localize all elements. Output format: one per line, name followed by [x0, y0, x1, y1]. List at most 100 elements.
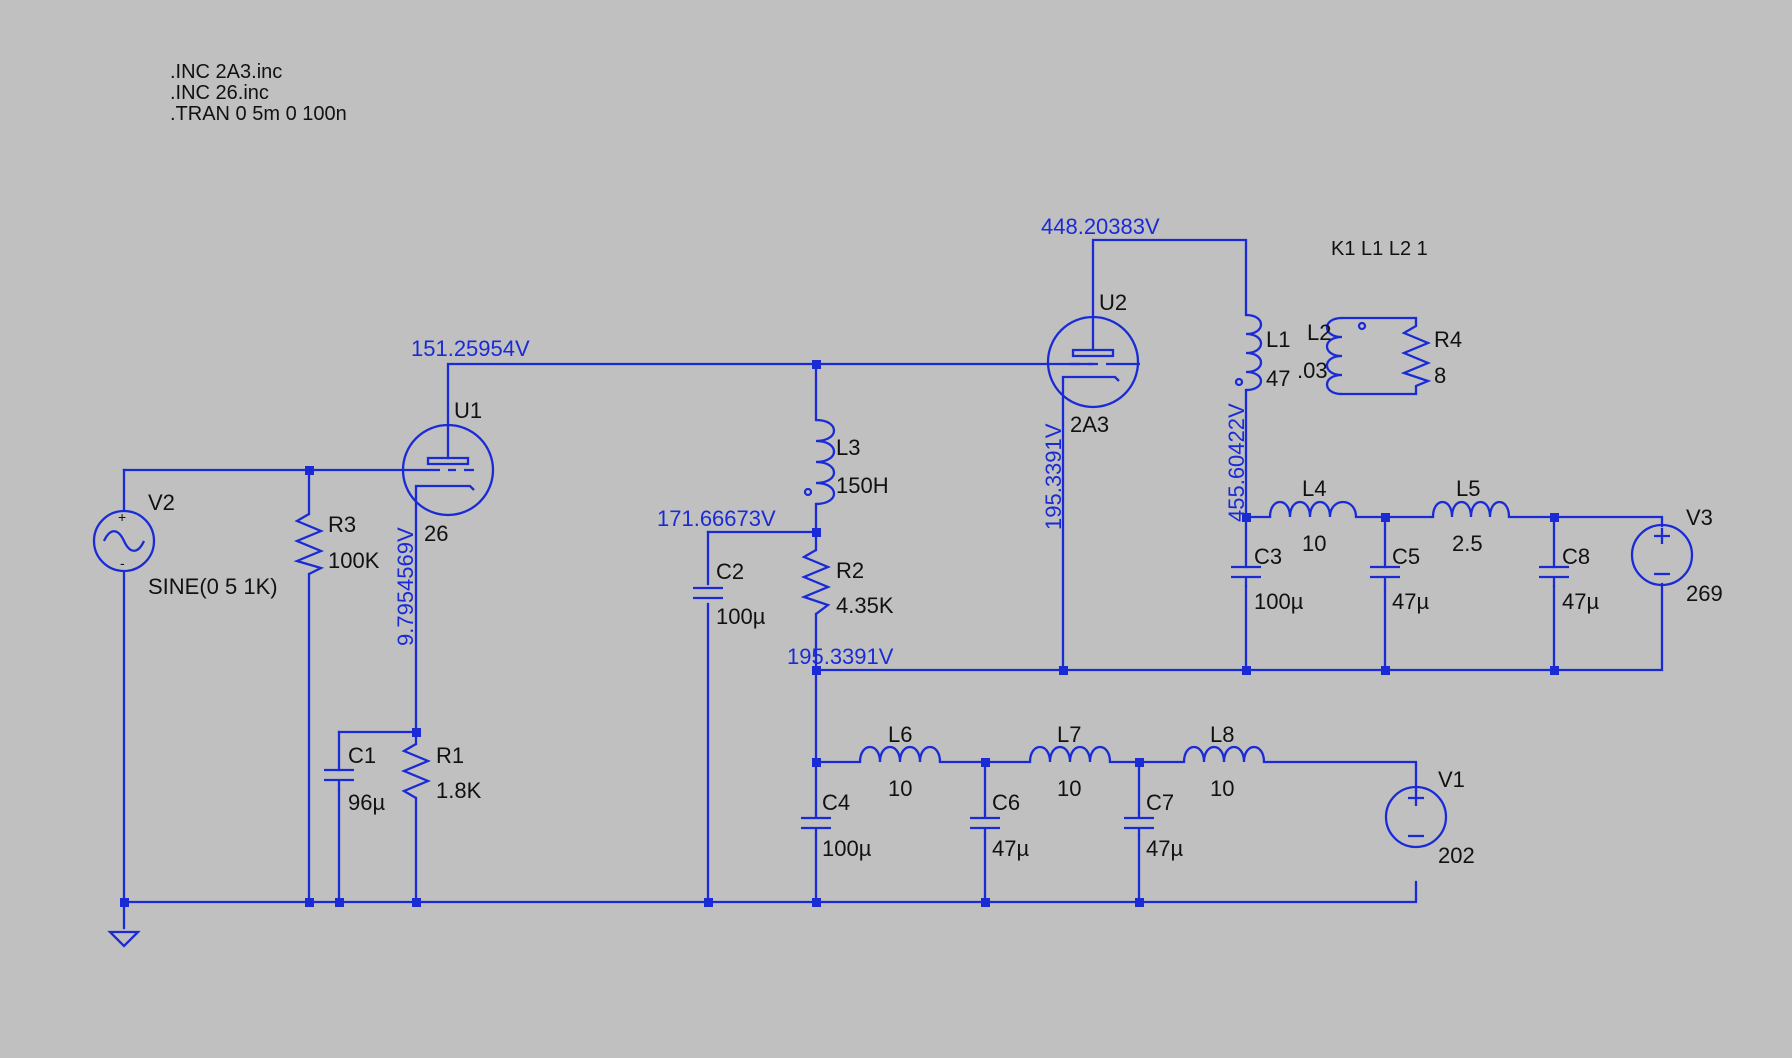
r1-value: 1.8K — [436, 778, 482, 803]
junction-dot — [1381, 666, 1390, 675]
voltage-r2-bottom[interactable]: 195.3391V — [787, 644, 894, 669]
c2-value: 100µ — [716, 604, 766, 629]
inductor-symbol — [1182, 745, 1266, 763]
junction-dot — [1059, 666, 1068, 675]
capacitor-c8[interactable]: C8 47µ — [1539, 544, 1599, 614]
voltage-u1-cathode[interactable]: 9.7954569V — [393, 527, 418, 646]
inductor-symbol — [815, 418, 835, 506]
plus-sign: + — [118, 509, 126, 525]
junction-dot — [305, 466, 314, 475]
inductor-symbol — [1431, 500, 1511, 518]
v2-value: SINE(0 5 1K) — [148, 574, 278, 599]
directive-inc-26[interactable]: .INC 26.inc — [170, 82, 269, 104]
l1-value: 47 — [1266, 366, 1290, 391]
node-voltages: 151.25954V 448.20383V 171.66673V 195.339… — [393, 214, 1249, 669]
junction-dot — [704, 898, 713, 907]
wire[interactable] — [446, 362, 1095, 460]
c6-value: 47µ — [992, 836, 1029, 861]
directive-tran[interactable]: .TRAN 0 5m 0 100n — [170, 103, 347, 125]
voltage-u2-cathode[interactable]: 195.3391V — [1041, 423, 1066, 530]
capacitor-c5[interactable]: C5 47µ — [1370, 544, 1429, 614]
wire[interactable] — [1091, 238, 1248, 352]
inductor-l2[interactable]: L2 .03 — [1297, 316, 1367, 396]
l8-value: 10 — [1210, 776, 1234, 801]
voltage-l1-bottom[interactable]: 455.60422V — [1224, 403, 1249, 522]
triode-u2[interactable]: U2 2A3 — [1046, 290, 1140, 437]
v2-label: V2 — [148, 490, 175, 515]
inductor-l7[interactable]: L7 10 — [1028, 722, 1112, 801]
l2-value: .03 — [1297, 358, 1328, 383]
r3-label: R3 — [328, 512, 356, 537]
polarity-dot — [1234, 377, 1244, 387]
junction-dot — [812, 666, 821, 675]
junction-dot — [335, 898, 344, 907]
wire[interactable] — [1262, 760, 1418, 792]
v3-label: V3 — [1686, 505, 1713, 530]
source-v3[interactable]: V3 269 — [1630, 505, 1723, 606]
c1-value: 96µ — [348, 790, 385, 815]
capacitor-c1[interactable]: C1 96µ — [324, 743, 385, 815]
inductor-l5[interactable]: L5 2.5 — [1431, 476, 1511, 556]
junction-dot — [1135, 758, 1144, 767]
capacitor-c4[interactable]: C4 100µ — [801, 790, 872, 861]
resistor-r1[interactable]: R1 1.8K — [401, 743, 482, 803]
source-v2[interactable]: + - V2 SINE(0 5 1K) — [92, 490, 278, 599]
inductor-l3[interactable]: L3 150H — [803, 418, 889, 506]
sine-wave-icon — [102, 530, 146, 552]
directive-inc-2a3[interactable]: .INC 2A3.inc — [170, 61, 282, 83]
wire[interactable] — [1507, 515, 1664, 528]
junctions — [120, 360, 1559, 907]
capacitor-c2[interactable]: C2 100µ — [693, 559, 766, 629]
l1-label: L1 — [1266, 327, 1290, 352]
voltage-r2-top[interactable]: 171.66673V — [657, 506, 776, 531]
l6-value: 10 — [888, 776, 912, 801]
v3-value: 269 — [1686, 581, 1723, 606]
coupling-directive[interactable]: K1 L1 L2 1 — [1331, 238, 1428, 260]
junction-dot — [812, 898, 821, 907]
resistor-symbol — [1400, 318, 1432, 394]
l8-label: L8 — [1210, 722, 1234, 747]
inductor-symbol — [1245, 313, 1263, 392]
source-v1[interactable]: V1 202 — [1384, 767, 1475, 868]
junction-dot — [305, 898, 314, 907]
inductor-l8[interactable]: L8 10 — [1182, 722, 1266, 801]
capacitor-c3[interactable]: C3 100µ — [1231, 544, 1304, 614]
inductor-l1[interactable]: L1 47 — [1234, 313, 1290, 392]
inductor-l4[interactable]: L4 10 — [1268, 476, 1358, 556]
voltage-u1-plate[interactable]: 151.25954V — [411, 336, 530, 361]
ground-symbol[interactable] — [107, 930, 141, 948]
capacitor-c6[interactable]: C6 47µ — [970, 790, 1029, 861]
c4-value: 100µ — [822, 836, 872, 861]
junction-dot — [812, 758, 821, 767]
c3-label: C3 — [1254, 544, 1282, 569]
l5-value: 2.5 — [1452, 531, 1483, 556]
r2-label: R2 — [836, 558, 864, 583]
plus-sign — [1408, 790, 1424, 806]
resistor-r2[interactable]: R2 4.35K — [800, 549, 894, 618]
dc-source-symbol — [1630, 523, 1694, 587]
c7-label: C7 — [1146, 790, 1174, 815]
voltage-u2-plate[interactable]: 448.20383V — [1041, 214, 1160, 239]
wire[interactable] — [814, 582, 1664, 672]
junction-dot — [1550, 666, 1559, 675]
resistor-symbol — [401, 743, 431, 799]
resistor-r3[interactable]: R3 100K — [293, 512, 380, 576]
junction-dot — [1381, 513, 1390, 522]
inductor-symbol — [1268, 500, 1358, 518]
resistor-symbol — [293, 513, 325, 576]
l4-value: 10 — [1302, 531, 1326, 556]
wire[interactable] — [122, 880, 1418, 904]
triode-u1[interactable]: U1 26 — [401, 398, 495, 546]
r2-value: 4.35K — [836, 593, 894, 618]
junction-dot — [1550, 513, 1559, 522]
tube-cathode — [414, 484, 475, 498]
junction-dot — [812, 360, 821, 369]
tube-cathode — [1061, 375, 1120, 383]
c3-value: 100µ — [1254, 589, 1304, 614]
capacitor-symbol — [801, 816, 831, 830]
inductor-l6[interactable]: L6 10 — [858, 722, 942, 801]
capacitor-c7[interactable]: C7 47µ — [1124, 790, 1183, 861]
resistor-r4[interactable]: R4 8 — [1400, 318, 1462, 394]
